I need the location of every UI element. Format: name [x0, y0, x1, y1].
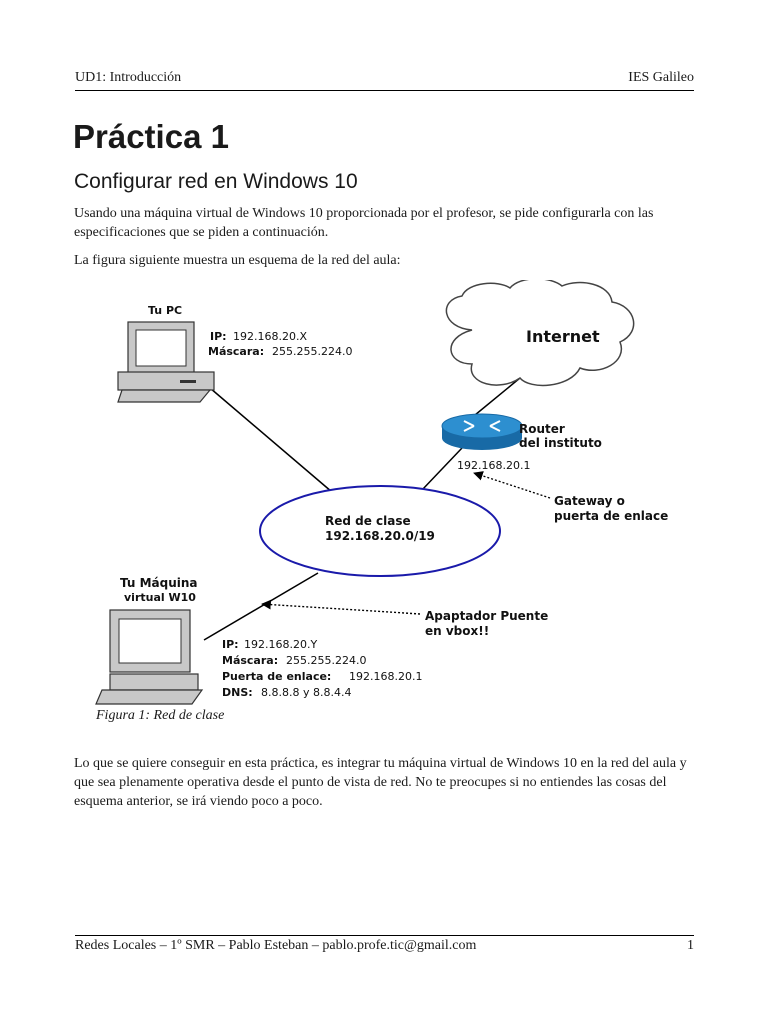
- vm-title-line2: virtual W10: [124, 591, 196, 604]
- vm-gateway-label: Puerta de enlace:: [222, 670, 331, 683]
- pc-computer-icon: [117, 321, 215, 403]
- header-school: IES Galileo: [628, 70, 694, 85]
- router-label-line2: del instituto: [519, 436, 602, 450]
- figure-caption: Figura 1: Red de clase: [96, 708, 225, 723]
- pc-link-line: [209, 387, 333, 493]
- vm-mask-label: Máscara:: [222, 654, 278, 667]
- router-ip: 192.168.20.1: [457, 459, 530, 472]
- vm-dns-value: 8.8.8.8 y 8.8.4.4: [261, 686, 351, 699]
- router-link-line: [421, 447, 463, 491]
- header-unit: UD1: Introducción: [75, 70, 182, 85]
- network-ellipse: [259, 485, 501, 577]
- network-label-line2: 192.168.20.0/19: [325, 529, 435, 543]
- gateway-label-line1: Gateway o: [554, 494, 625, 508]
- page-header: UD1: Introducción IES Galileo: [75, 70, 694, 91]
- pc-ip-value: 192.168.20.X: [233, 330, 307, 343]
- pc-mask-value: 255.255.224.0: [272, 345, 352, 358]
- page-subtitle: Configurar red en Windows 10: [74, 170, 358, 193]
- vm-title-line1: Tu Máquina: [120, 576, 198, 590]
- pc-mask-label: Máscara:: [208, 345, 264, 358]
- footer-credits: Redes Locales – 1º SMR – Pablo Esteban –…: [75, 938, 477, 953]
- router-label-line1: Router: [519, 422, 565, 436]
- vm-ip-label: IP:: [222, 638, 239, 651]
- intro-paragraph: Usando una máquina virtual de Windows 10…: [74, 206, 654, 240]
- vm-dns-label: DNS:: [222, 686, 253, 699]
- gateway-arrow: [473, 471, 551, 499]
- page-footer: Redes Locales – 1º SMR – Pablo Esteban –…: [75, 935, 694, 958]
- internet-label: Internet: [526, 327, 600, 346]
- vm-computer-icon: [95, 609, 204, 705]
- internet-link-line: [474, 377, 521, 416]
- pc-ip-label: IP:: [210, 330, 227, 343]
- vm-link-line: [203, 572, 319, 641]
- bridge-label-line1: Apaptador Puente: [425, 609, 548, 623]
- bridge-label-line2: en vbox!!: [425, 624, 489, 638]
- vm-mask-value: 255.255.224.0: [286, 654, 366, 667]
- network-label-line1: Red de clase: [325, 514, 411, 528]
- router-icon: [441, 413, 523, 450]
- pc-title: Tu PC: [148, 304, 182, 317]
- page-number: 1: [687, 938, 694, 953]
- vm-ip-value: 192.168.20.Y: [244, 638, 317, 651]
- figure-intro-paragraph: La figura siguiente muestra un esquema d…: [74, 253, 401, 268]
- page-title: Práctica 1: [73, 118, 229, 155]
- vm-gateway-value: 192.168.20.1: [349, 670, 422, 683]
- network-diagram: Internet Router del instituto 192.168.20…: [80, 278, 700, 740]
- gateway-label-line2: puerta de enlace: [554, 509, 668, 523]
- internet-cloud-icon: [445, 278, 635, 387]
- conclusion-paragraph: Lo que se quiere conseguir en esta práct…: [74, 756, 687, 809]
- bridge-arrow: [261, 599, 421, 615]
